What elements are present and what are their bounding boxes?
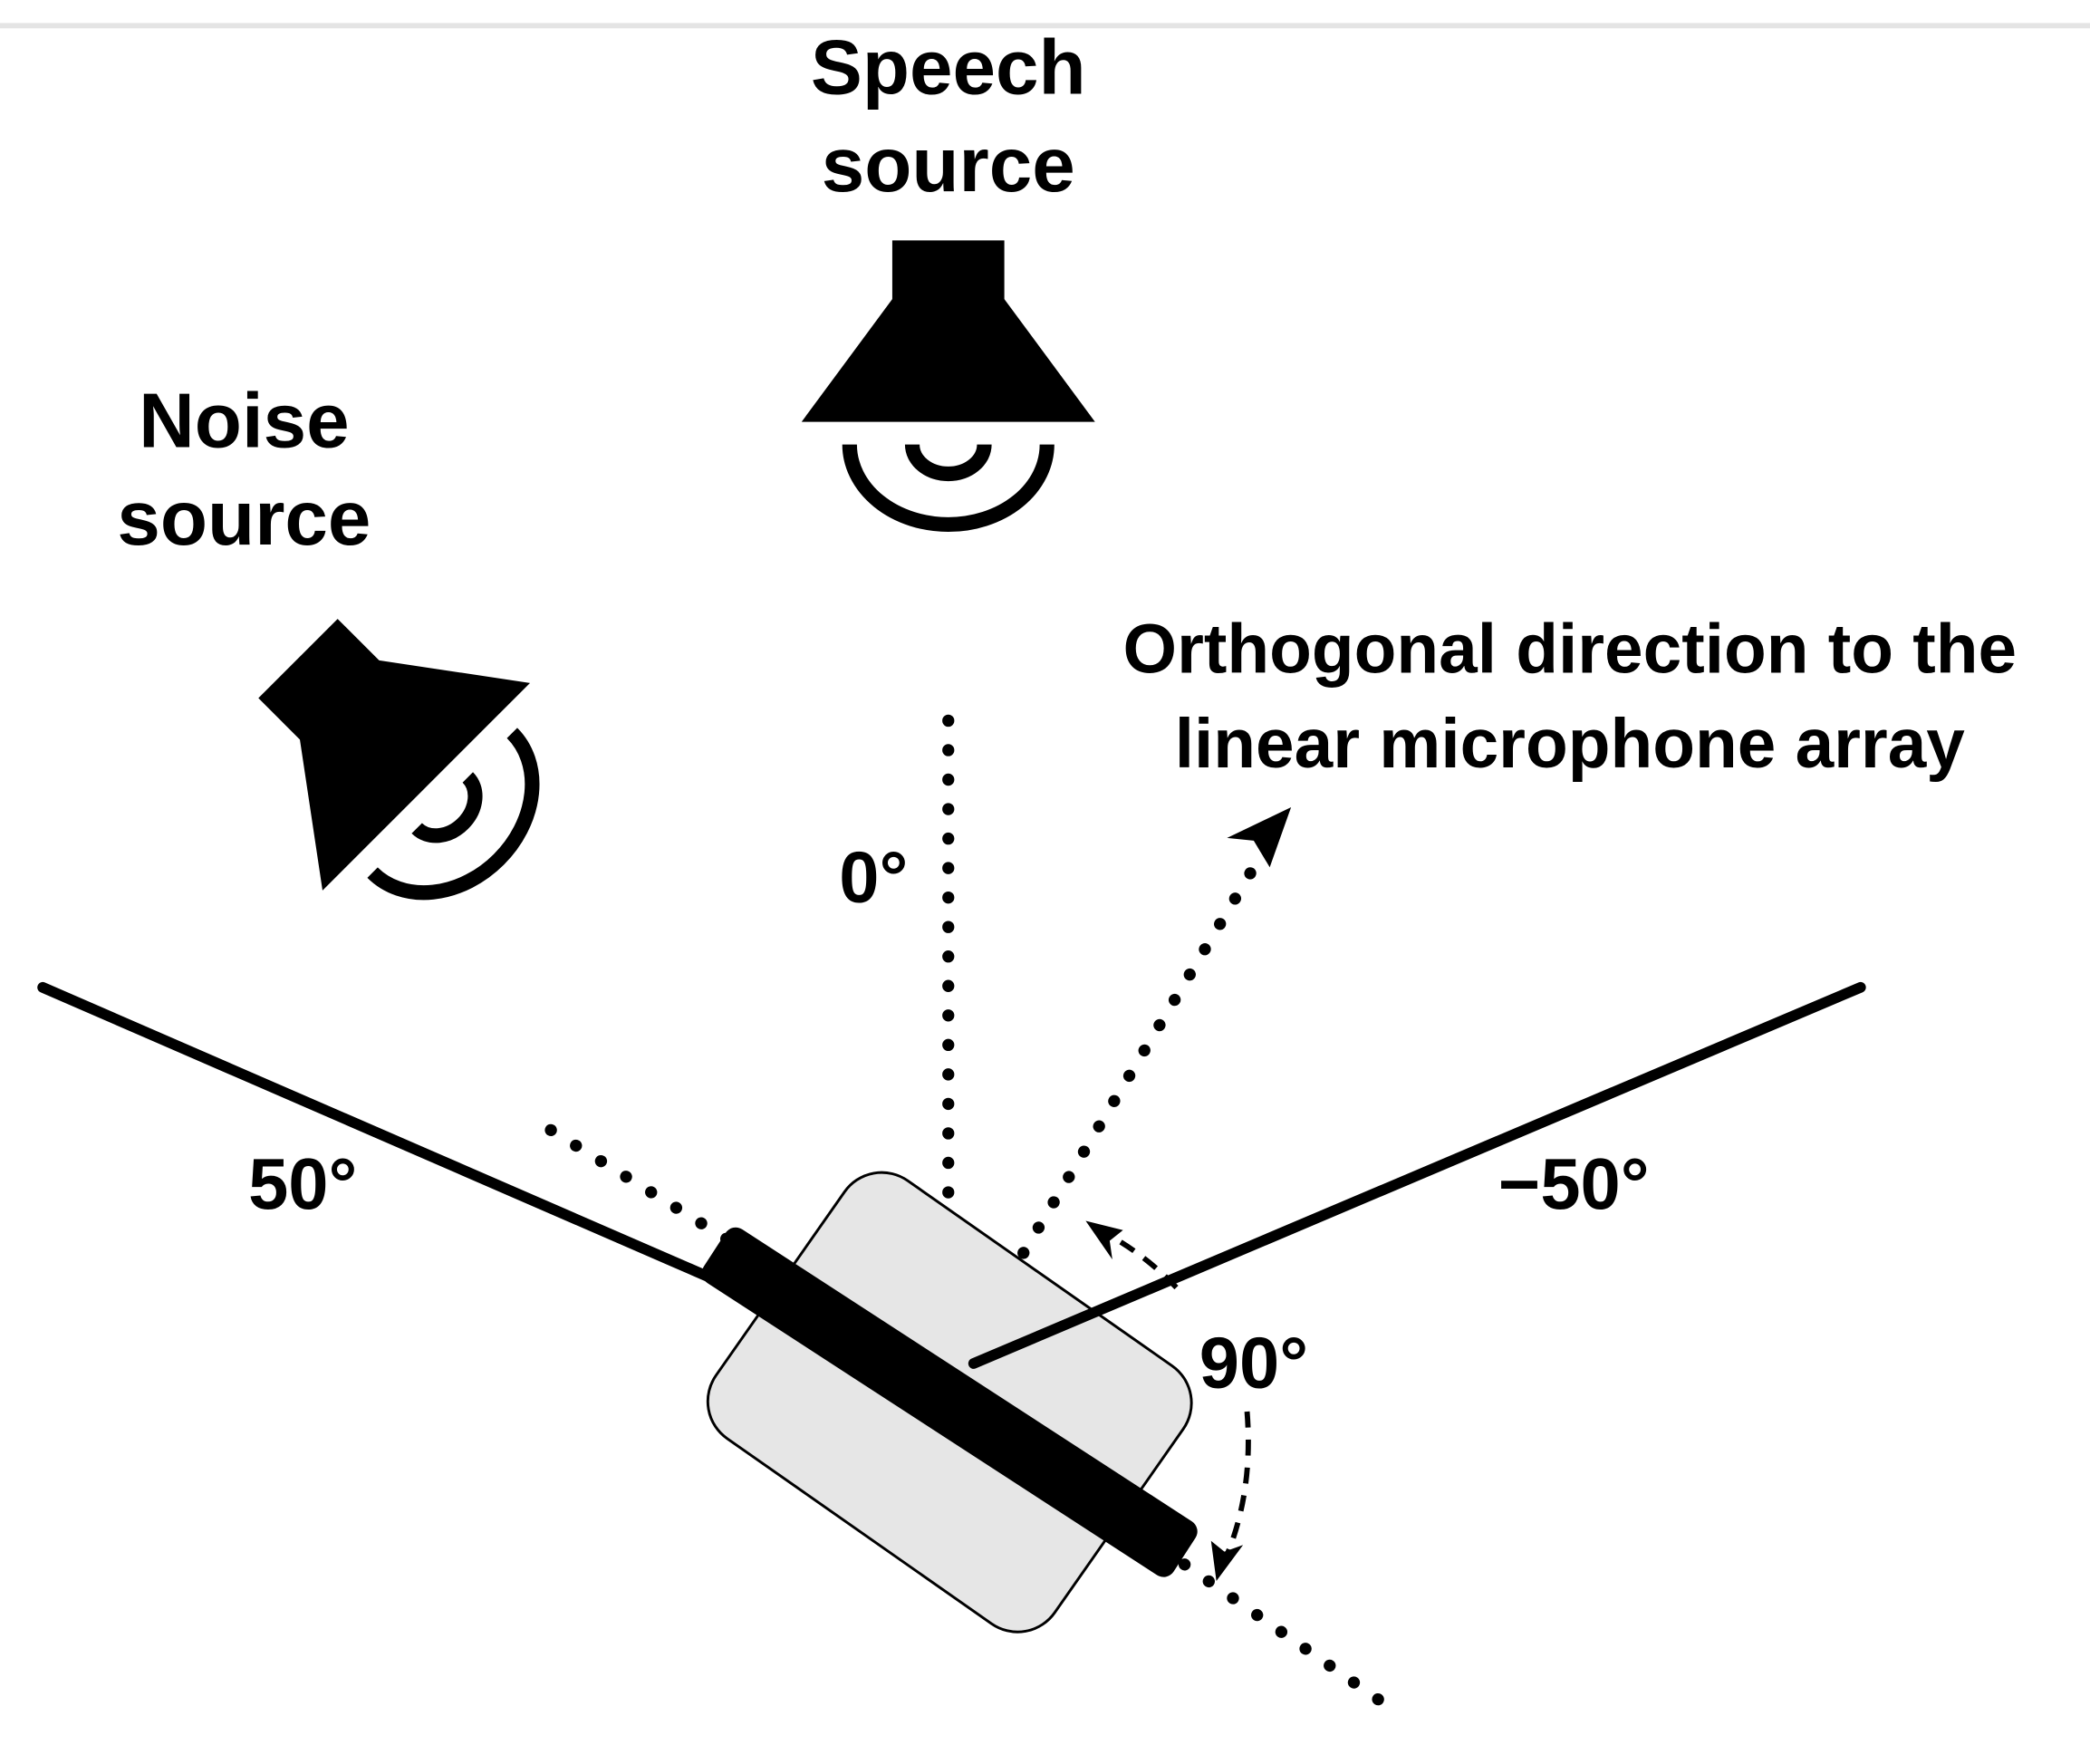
orthogonal-direction-label-line1: Orthogonal direction to the [1123, 611, 2018, 688]
microphone-array-bar [701, 1227, 1198, 1577]
orthogonal-direction-label-line2: linear microphone array [1175, 706, 1966, 783]
noise-source-label-line2: source [117, 476, 371, 562]
boundary-line-right [968, 981, 1866, 1369]
angle-arc-upper-arrowhead [1085, 1220, 1123, 1260]
angle-arc-lower [1221, 1411, 1251, 1563]
speech-source-label-line2: source [822, 122, 1075, 208]
angle-arc-lower-arrowhead [1210, 1540, 1244, 1581]
speaker-icon [258, 619, 540, 901]
array-axis-line-lower [1154, 1541, 1387, 1708]
orthogonal-direction-arrow [957, 827, 1280, 1361]
speech-source-label-line1: Speech [811, 24, 1086, 111]
noise-source-label-line1: Noise [139, 379, 349, 465]
array-axis-line-upper [544, 1123, 746, 1254]
angle-left-label: 50° [248, 1143, 357, 1224]
angle-arc-upper [1105, 1231, 1179, 1290]
angle-right-label: −50° [1498, 1143, 1650, 1224]
angle-zero-label: 0° [839, 837, 908, 918]
orthogonal-arrowhead [1227, 807, 1292, 868]
speaker-icon [801, 240, 1095, 533]
boundary-line-left [37, 981, 733, 1291]
angle-ninety-label: 90° [1199, 1322, 1308, 1403]
